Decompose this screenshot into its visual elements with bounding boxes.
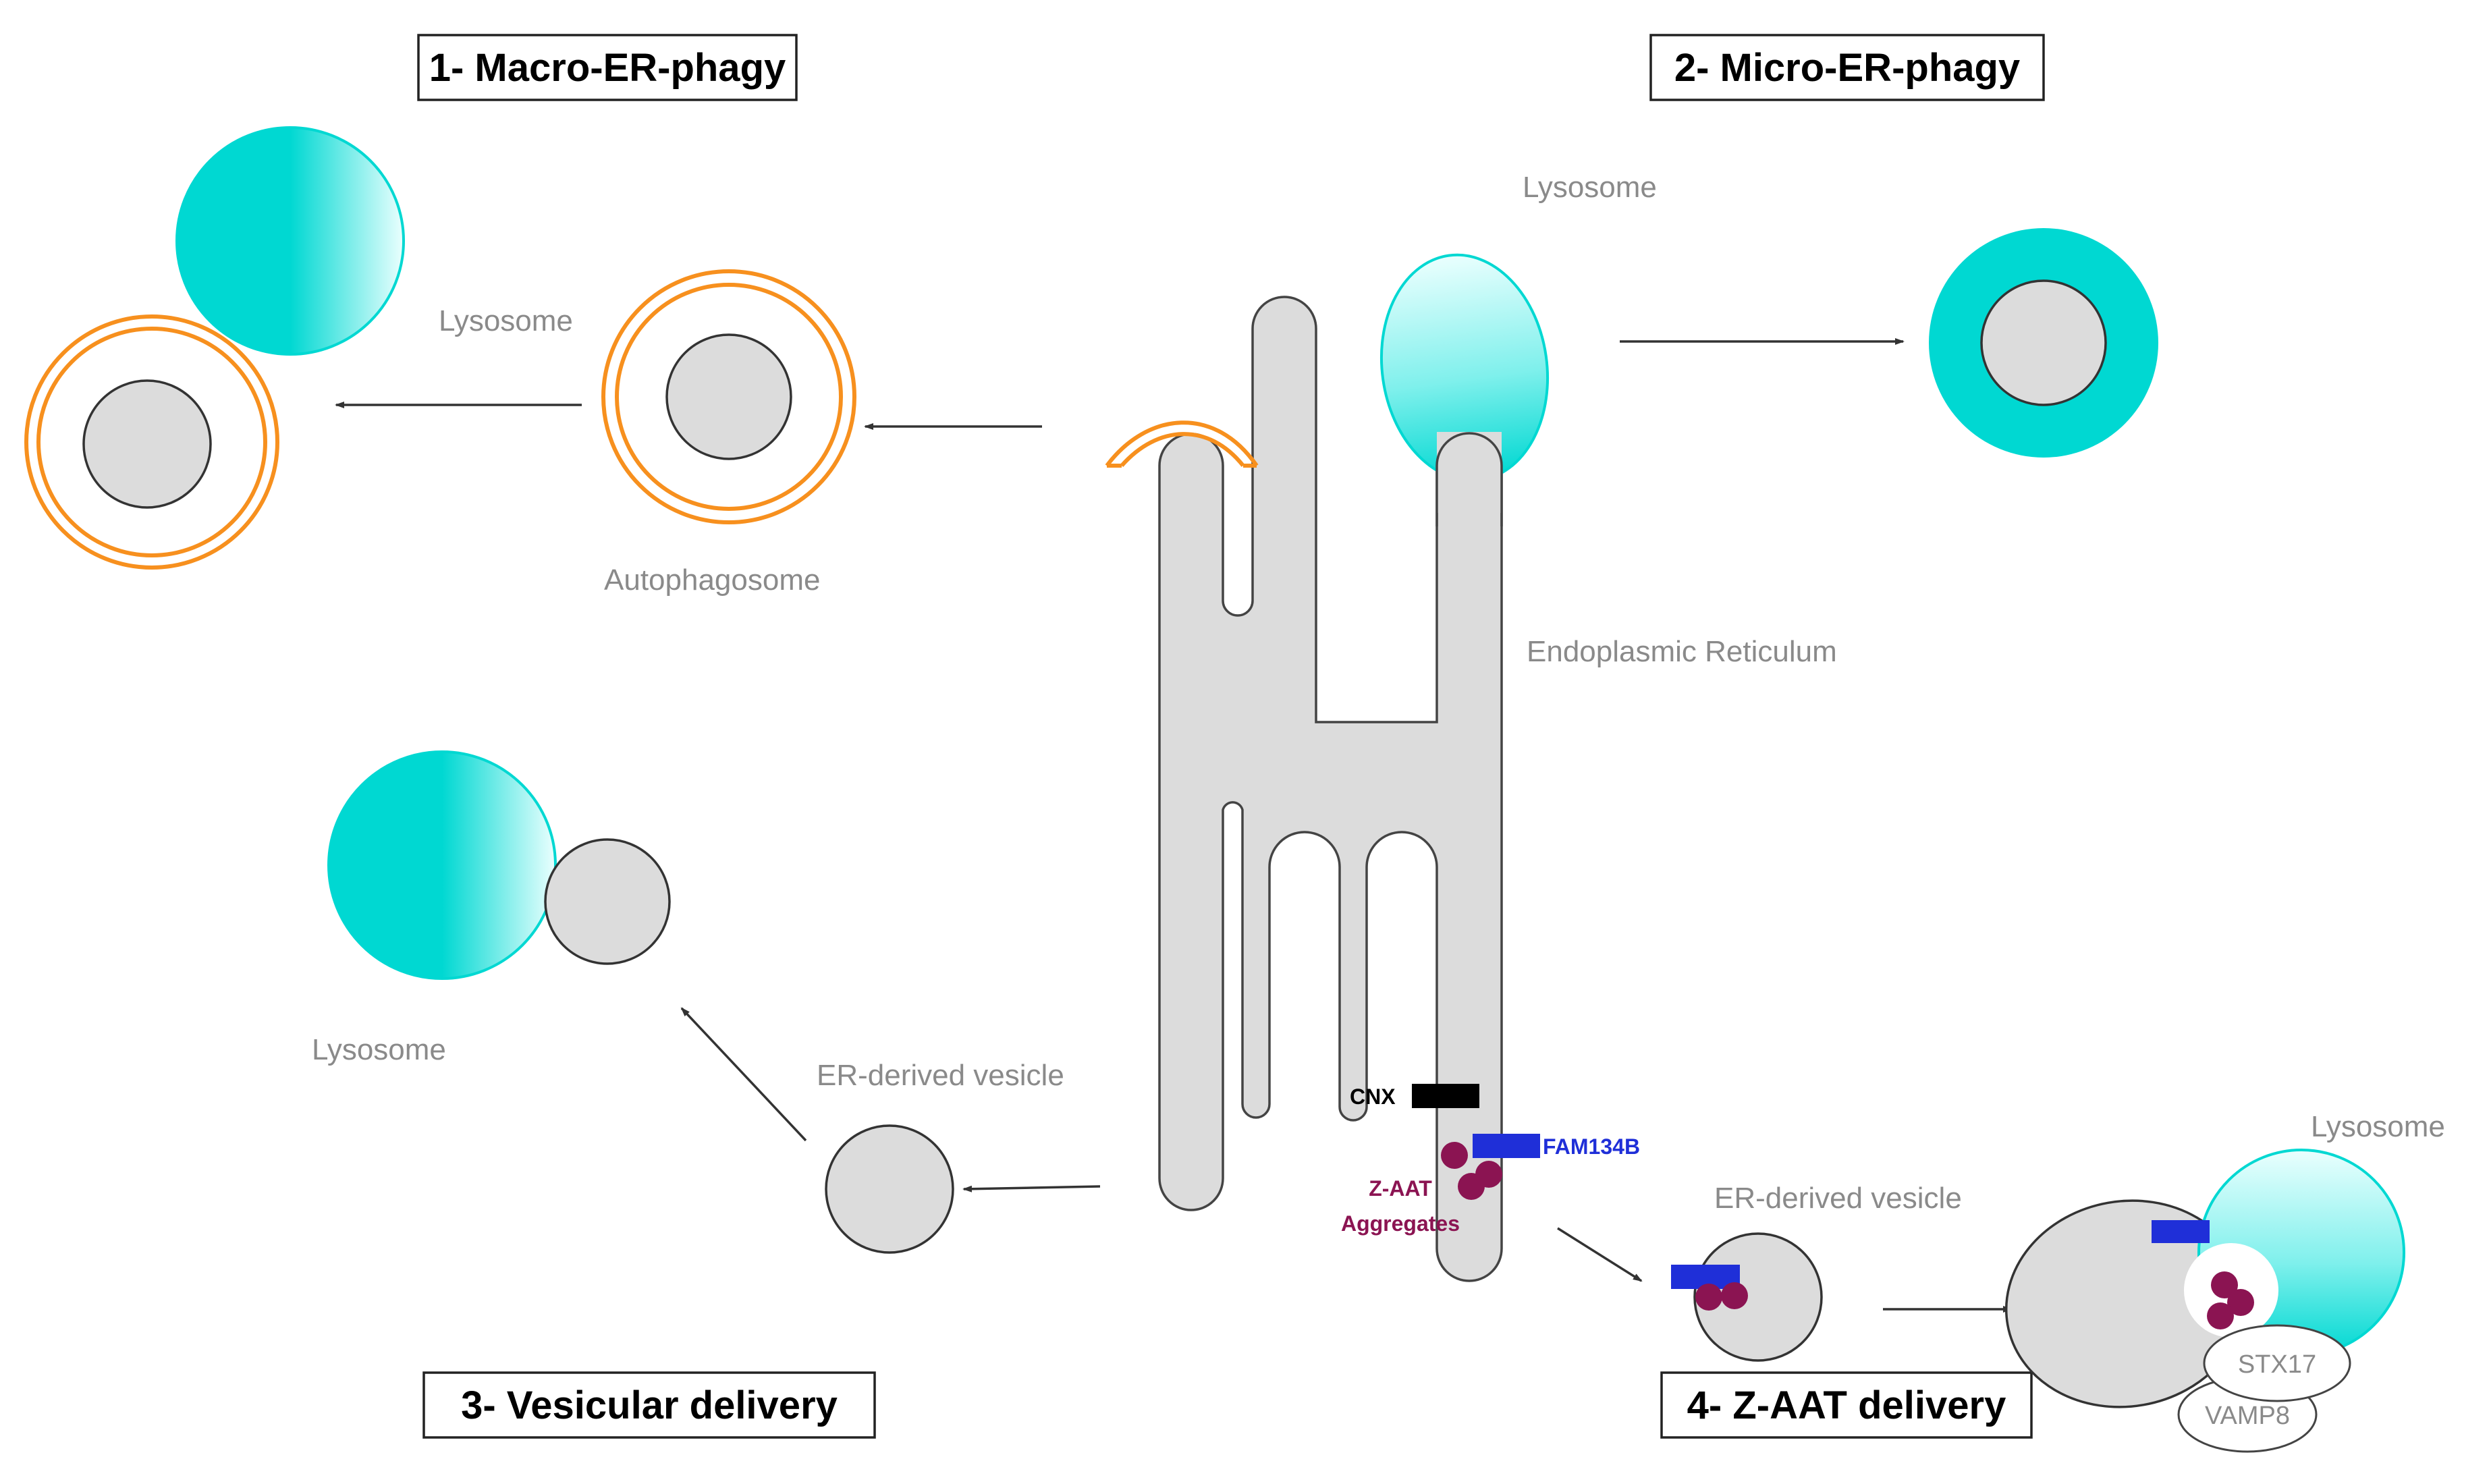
autolysosome-macro xyxy=(24,314,279,570)
title-micro-er-phagy: 2- Micro-ER-phagy xyxy=(1649,34,2045,101)
lysosome-micro-result xyxy=(1929,228,2158,458)
title-micro-text: 2- Micro-ER-phagy xyxy=(1674,46,2020,90)
lysosome-zaat-label: Lysosome xyxy=(2311,1110,2445,1143)
title-zaat-delivery: 4- Z-AAT delivery xyxy=(1660,1371,2033,1439)
arrow-vesicle-to-lysosome xyxy=(680,1007,807,1142)
lysosome-micro-label: Lysosome xyxy=(1523,171,1657,204)
fam134b-label: FAM134B xyxy=(1543,1134,1640,1159)
lysosome-vesicular-label: Lysosome xyxy=(312,1033,446,1066)
cnx-label: CNX xyxy=(1350,1084,1396,1109)
title-macro-er-phagy: 1- Macro-ER-phagy xyxy=(417,34,798,101)
title-macro-text: 1- Macro-ER-phagy xyxy=(429,46,786,90)
zaat-label-line1: Z-AAT xyxy=(1369,1176,1432,1201)
cnx-bar xyxy=(1412,1084,1479,1108)
arrow-er-to-vesicle xyxy=(962,1185,1101,1192)
title-zaat-text: 4- Z-AAT delivery xyxy=(1687,1383,2006,1427)
lysosome-macro-label: Lysosome xyxy=(439,304,573,337)
er-label: Endoplasmic Reticulum xyxy=(1527,635,1837,668)
lysosome-vesicular xyxy=(327,750,671,980)
zaat-aggregates-er xyxy=(1441,1142,1502,1200)
er-derived-vesicle-right xyxy=(1671,1232,1823,1362)
er-body xyxy=(1158,296,1503,1282)
er-vesicle-left-label: ER-derived vesicle xyxy=(817,1059,1064,1092)
lysosome-macro xyxy=(175,126,405,356)
er-derived-vesicle-left xyxy=(825,1124,954,1254)
fam134b-bar xyxy=(1473,1134,1540,1158)
autophagosome-label: Autophagosome xyxy=(604,564,820,597)
arrow-er-to-zaat-vesicle xyxy=(1557,1227,1643,1282)
title-vesicular-delivery: 3- Vesicular delivery xyxy=(422,1371,876,1439)
autophagosome xyxy=(601,269,856,524)
zaat-label-line2: Aggregates xyxy=(1341,1211,1460,1236)
lysosome-micro-docking xyxy=(1379,253,1550,526)
stx17-label: STX17 xyxy=(2238,1350,2316,1379)
fusion-lysosome-vesicle xyxy=(2004,1149,2405,1408)
phagophore-arc xyxy=(1105,420,1259,468)
er-vesicle-right-label: ER-derived vesicle xyxy=(1714,1182,1962,1215)
title-vesicular-text: 3- Vesicular delivery xyxy=(461,1383,838,1427)
vamp8-label: VAMP8 xyxy=(2205,1402,2290,1430)
stx17-snare: STX17 xyxy=(2203,1324,2351,1402)
